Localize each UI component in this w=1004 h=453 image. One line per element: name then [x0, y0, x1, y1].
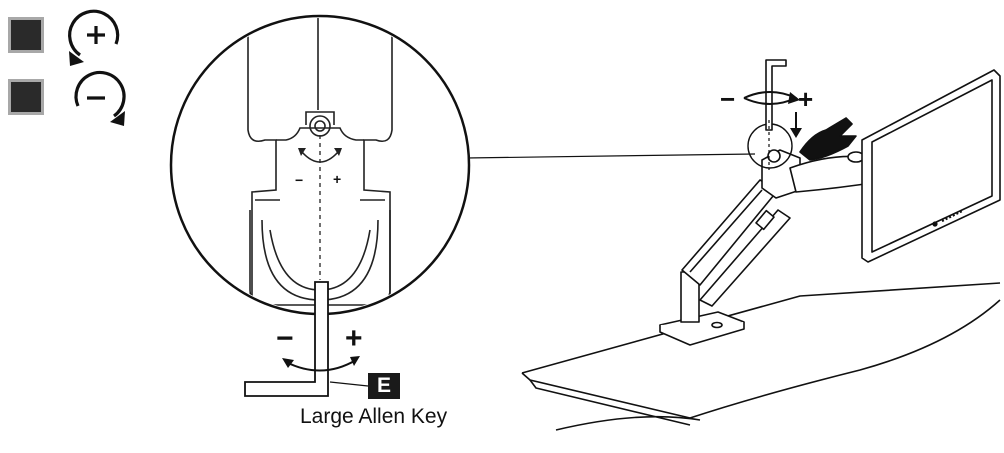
detail-magnifier	[169, 14, 471, 397]
leader-line	[465, 153, 756, 159]
upper-arm	[699, 209, 791, 307]
legend-swatch-increase	[8, 17, 44, 53]
monitor	[861, 69, 1001, 263]
rotate-clockwise-plus-icon	[68, 9, 120, 66]
key-minus-sign: −	[276, 322, 294, 355]
top-plus-sign: +	[798, 84, 814, 114]
rotate-counterclockwise-minus-icon	[74, 70, 126, 126]
hand-icon	[799, 117, 857, 161]
monitor-arm-illustration	[521, 59, 1001, 431]
legend-swatch-decrease	[8, 79, 44, 115]
key-rotation-arrow	[285, 359, 357, 372]
key-name-label: Large Allen Key	[300, 405, 448, 428]
detail-minus-small: −	[295, 172, 304, 188]
top-minus-sign: −	[720, 84, 736, 114]
detail-plus-small: +	[333, 171, 342, 187]
allen-key-long	[244, 281, 329, 397]
allen-key-small	[765, 59, 787, 131]
key-letter-badge: E	[368, 373, 400, 399]
desk-surface	[521, 282, 1001, 374]
key-plus-sign: +	[345, 322, 363, 355]
